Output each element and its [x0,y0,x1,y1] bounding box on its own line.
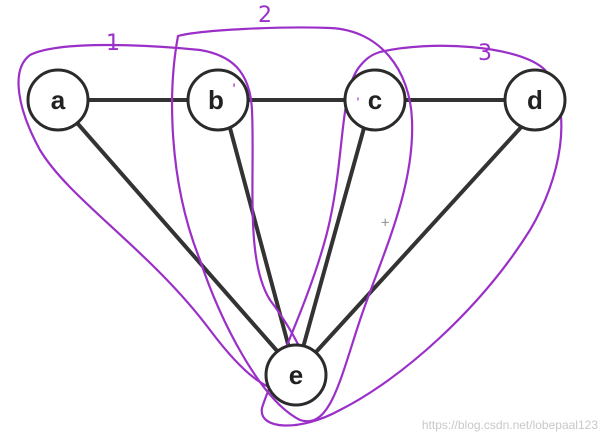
edges [76,98,526,354]
node-c-mark: ' [357,94,360,110]
node-a-label: a [51,85,66,115]
annotation-label-1: 1 [106,31,120,56]
node-a: a [26,68,90,132]
loop-3 [260,44,563,427]
node-e-label: e [289,360,303,390]
node-c-label: c [368,85,382,115]
annotation-label-2: 2 [258,3,272,28]
annotation-label-3: 3 [478,41,492,66]
watermark: https://blog.csdn.net/lobepaal123 [421,418,598,432]
node-b: b ' [186,68,250,132]
edge-a-e [76,122,280,354]
node-d: d [503,68,567,132]
crosshair-cursor-icon: + [381,215,389,231]
edge-b-e [228,126,290,346]
edge-c-e [302,126,366,346]
edge-d-e [314,122,526,354]
node-e: e [264,343,328,407]
loop-2 [171,26,414,423]
node-b-label: b [208,85,224,115]
node-d-label: d [527,85,543,115]
node-c: c ' [343,68,407,132]
nodes: a b ' c ' d e [26,68,567,407]
node-b-mark: ' [232,82,235,99]
